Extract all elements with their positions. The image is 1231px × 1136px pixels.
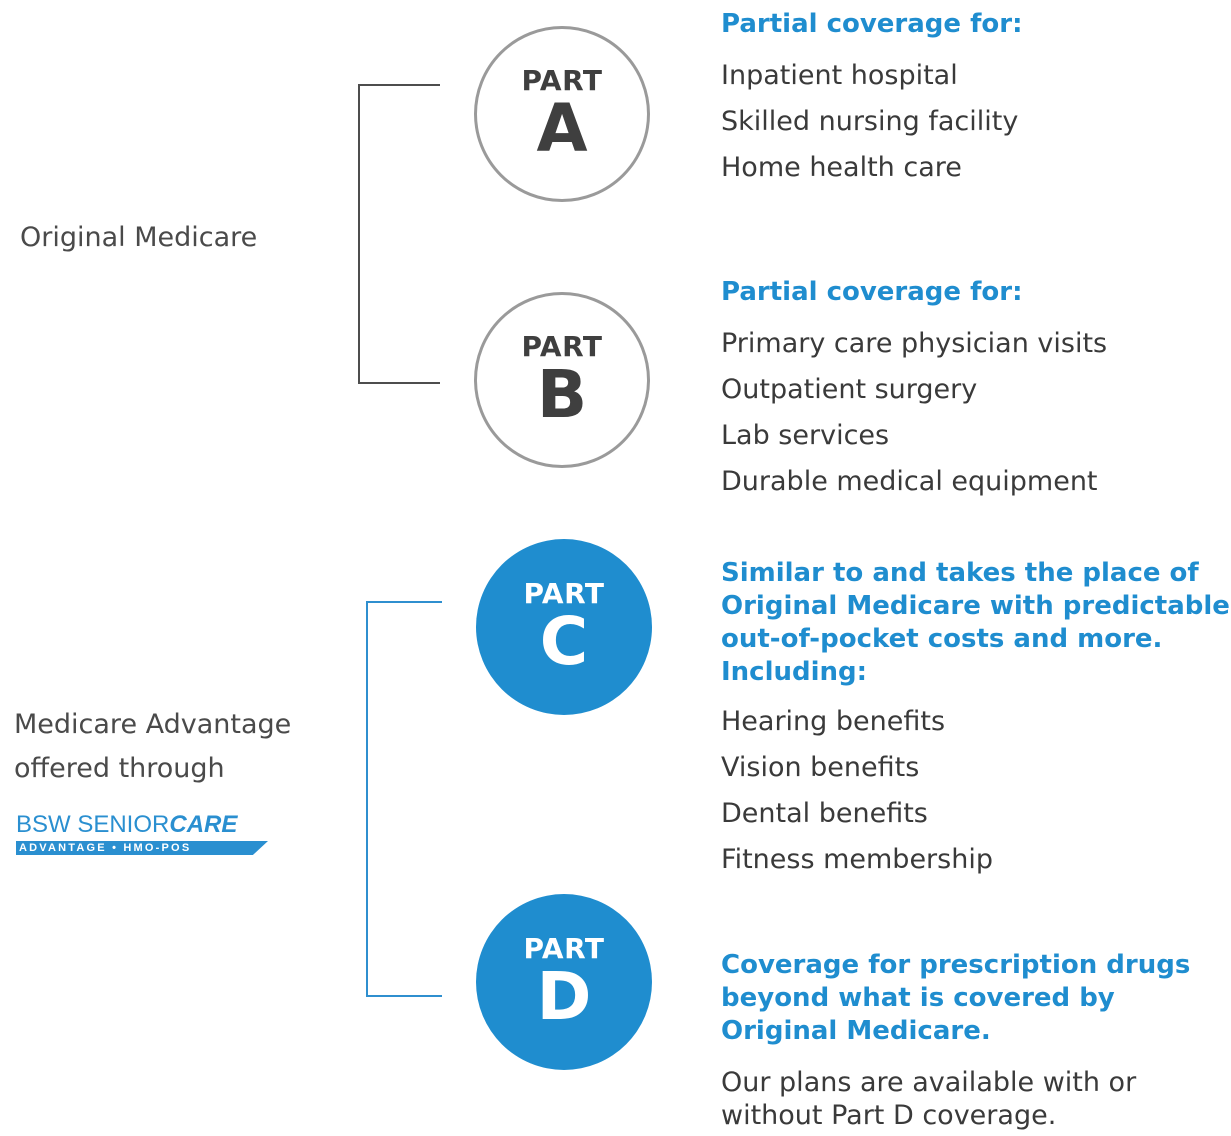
part-a-description: Partial coverage for: Inpatient hospital…	[721, 8, 1221, 191]
part-a-heading: Partial coverage for:	[721, 9, 1023, 39]
part-c-heading-line: Original Medicare with predictable	[721, 591, 1230, 621]
part-d-circle: PART D	[476, 894, 652, 1070]
part-b-description: Partial coverage for: Primary care physi…	[721, 276, 1231, 505]
part-d-prefix: PART	[523, 932, 605, 965]
part-c-heading-line: out-of-pocket costs and more.	[721, 624, 1163, 654]
part-b-circle: PART B	[474, 292, 650, 468]
original-medicare-bracket	[358, 84, 440, 384]
list-item: Vision benefits	[721, 752, 920, 783]
bsw-seniorcare-logo: BSW SENIORCARE ADVANTAGE • HMO-POS	[16, 812, 272, 858]
part-d-heading-line: Coverage for prescription drugs	[721, 950, 1191, 980]
list-item: Durable medical equipment	[721, 466, 1098, 497]
part-c-letter: C	[539, 603, 589, 680]
list-item: Hearing benefits	[721, 706, 946, 737]
part-c-description: Similar to and takes the place of Origin…	[721, 557, 1231, 883]
medicare-advantage-bracket	[366, 601, 442, 997]
part-d-letter: D	[536, 958, 592, 1035]
list-item: Primary care physician visits	[721, 328, 1108, 359]
logo-tagline-bar	[16, 841, 268, 855]
list-item: Home health care	[721, 152, 962, 183]
part-d-heading-line: Original Medicare.	[721, 1016, 991, 1046]
medicare-advantage-label: Medicare Advantage offered through	[14, 703, 291, 791]
list-item: Lab services	[721, 420, 890, 451]
part-b-letter: B	[536, 356, 588, 433]
part-a-circle: PART A	[474, 26, 650, 202]
part-c-circle: PART C	[476, 539, 652, 715]
list-item: Skilled nursing facility	[721, 106, 1019, 137]
original-medicare-label: Original Medicare	[20, 222, 258, 253]
advantage-label-line2: offered through	[14, 753, 225, 784]
part-c-heading-line: Including:	[721, 657, 868, 687]
part-b-heading: Partial coverage for:	[721, 277, 1023, 307]
part-d-note-line: Our plans are available with or	[721, 1067, 1137, 1098]
part-d-description: Coverage for prescription drugs beyond w…	[721, 949, 1231, 1132]
part-b-prefix: PART	[521, 330, 603, 363]
list-item: Dental benefits	[721, 798, 928, 829]
list-item: Inpatient hospital	[721, 60, 958, 91]
list-item: Fitness membership	[721, 844, 993, 875]
part-c-prefix: PART	[523, 577, 605, 610]
logo-wordmark: BSW SENIORCARE	[16, 811, 238, 838]
list-item: Outpatient surgery	[721, 374, 978, 405]
part-d-heading-line: beyond what is covered by	[721, 983, 1115, 1013]
logo-tagline: ADVANTAGE • HMO-POS	[19, 842, 192, 854]
part-a-prefix: PART	[521, 64, 603, 97]
part-c-heading-line: Similar to and takes the place of	[721, 558, 1199, 588]
part-d-note-line: without Part D coverage.	[721, 1100, 1057, 1131]
advantage-label-line1: Medicare Advantage	[14, 709, 292, 740]
part-a-letter: A	[536, 90, 588, 167]
